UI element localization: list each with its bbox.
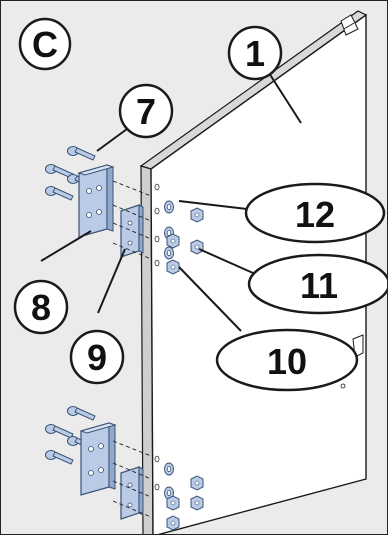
callout-8-label: 8: [31, 287, 51, 328]
callout-7: 7: [120, 85, 172, 137]
callout-9-label: 9: [87, 337, 107, 378]
callout-10-label: 10: [267, 341, 307, 382]
callout-c: C: [20, 19, 70, 69]
figure-label: C: [32, 24, 58, 65]
callout-8: 8: [15, 281, 67, 333]
callout-11: 11: [249, 255, 388, 313]
callout-12: 12: [246, 184, 384, 242]
callout-10: 10: [217, 330, 357, 390]
callout-9: 9: [71, 331, 123, 383]
callout-7-label: 7: [136, 91, 156, 132]
callout-1-label: 1: [245, 33, 265, 74]
callout-12-label: 12: [295, 194, 335, 235]
callout-1: 1: [229, 27, 281, 79]
callout-11-label: 11: [300, 265, 338, 306]
